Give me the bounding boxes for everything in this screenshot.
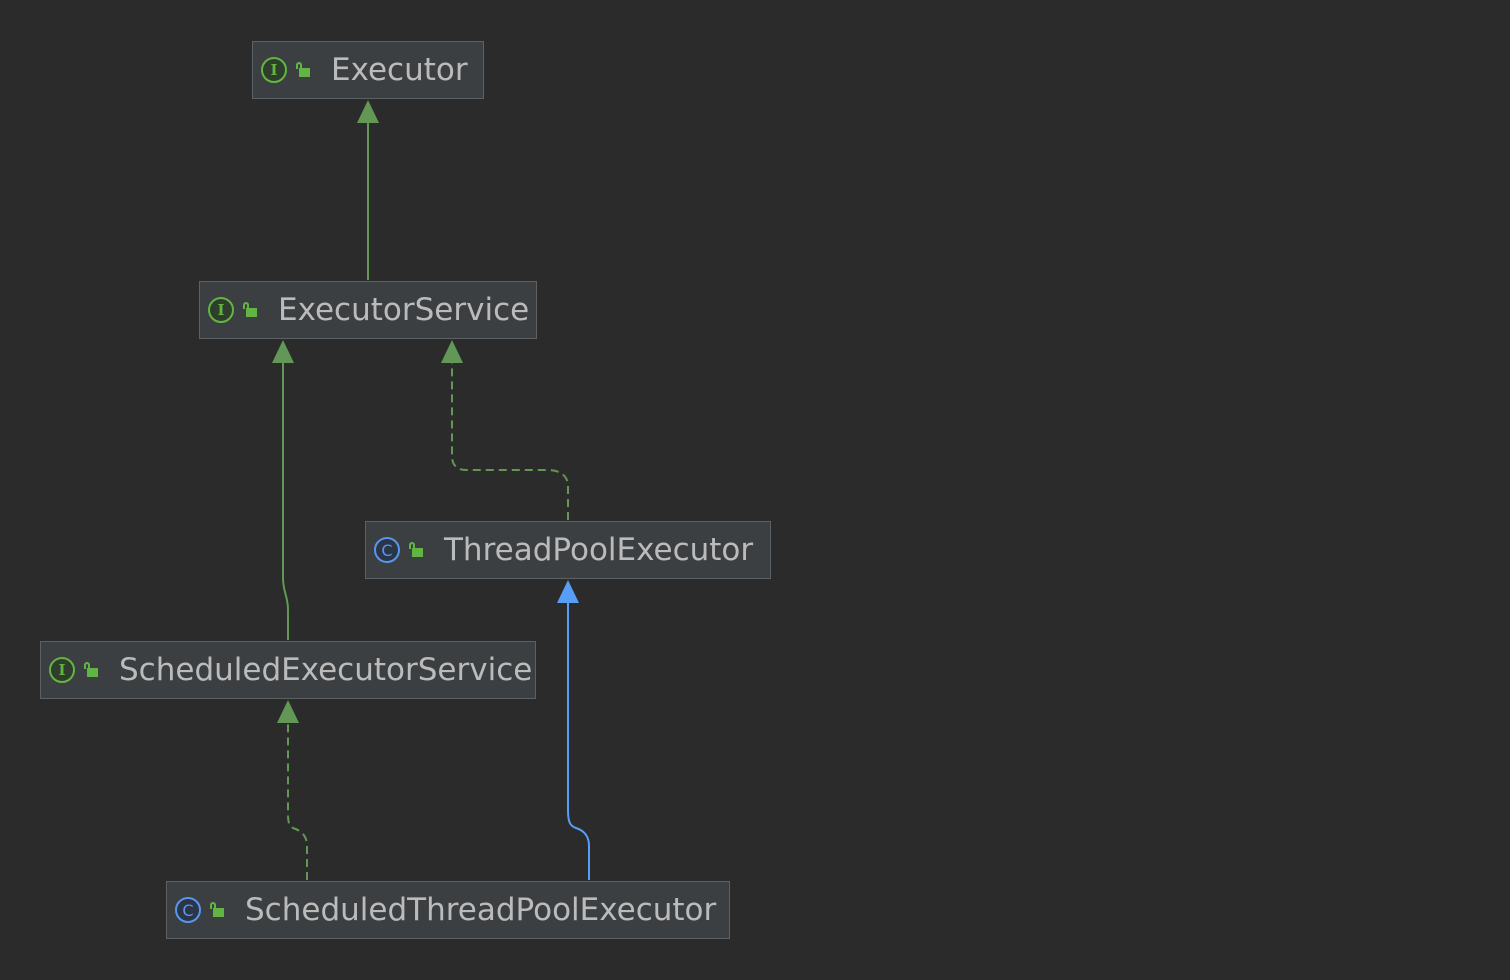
- edge-arrowhead: [557, 580, 579, 603]
- edge-extends-scheduled-executor-service-to-executor-service: [282, 362, 289, 640]
- edge-arrowhead: [272, 340, 294, 363]
- node-label: ScheduledThreadPoolExecutor: [245, 892, 717, 928]
- edge-arrowhead: [277, 700, 299, 723]
- unlocked-padlock-icon: [408, 541, 424, 559]
- interface-icon: I: [261, 57, 287, 83]
- unlocked-padlock-icon: [242, 301, 258, 319]
- node-label: ScheduledExecutorService: [119, 652, 533, 688]
- node-label: ExecutorService: [278, 292, 530, 328]
- node-thread-pool-executor[interactable]: C ThreadPoolExecutor: [365, 521, 771, 579]
- unlocked-padlock-icon: [295, 61, 311, 79]
- class-icon: C: [374, 537, 400, 563]
- unlocked-padlock-icon: [83, 661, 99, 679]
- edge-implements-scheduled-thread-pool-executor-to-scheduled-executor-service: [287, 722, 308, 880]
- node-executor[interactable]: I Executor: [252, 41, 484, 99]
- node-scheduled-thread-pool-executor[interactable]: C ScheduledThreadPoolExecutor: [166, 881, 730, 939]
- class-icon: C: [175, 897, 201, 923]
- node-scheduled-executor-service[interactable]: I ScheduledExecutorService: [40, 641, 536, 699]
- interface-icon: I: [208, 297, 234, 323]
- interface-icon: I: [49, 657, 75, 683]
- edge-extends-scheduled-thread-pool-executor-to-thread-pool-executor: [567, 602, 590, 880]
- edge-arrowhead: [357, 100, 379, 123]
- node-label: Executor: [331, 52, 468, 88]
- unlocked-padlock-icon: [209, 901, 225, 919]
- node-executor-service[interactable]: I ExecutorService: [199, 281, 537, 339]
- node-label: ThreadPoolExecutor: [444, 532, 754, 568]
- edge-arrowhead: [441, 340, 463, 363]
- edge-implements-thread-pool-executor-to-executor-service: [451, 362, 569, 520]
